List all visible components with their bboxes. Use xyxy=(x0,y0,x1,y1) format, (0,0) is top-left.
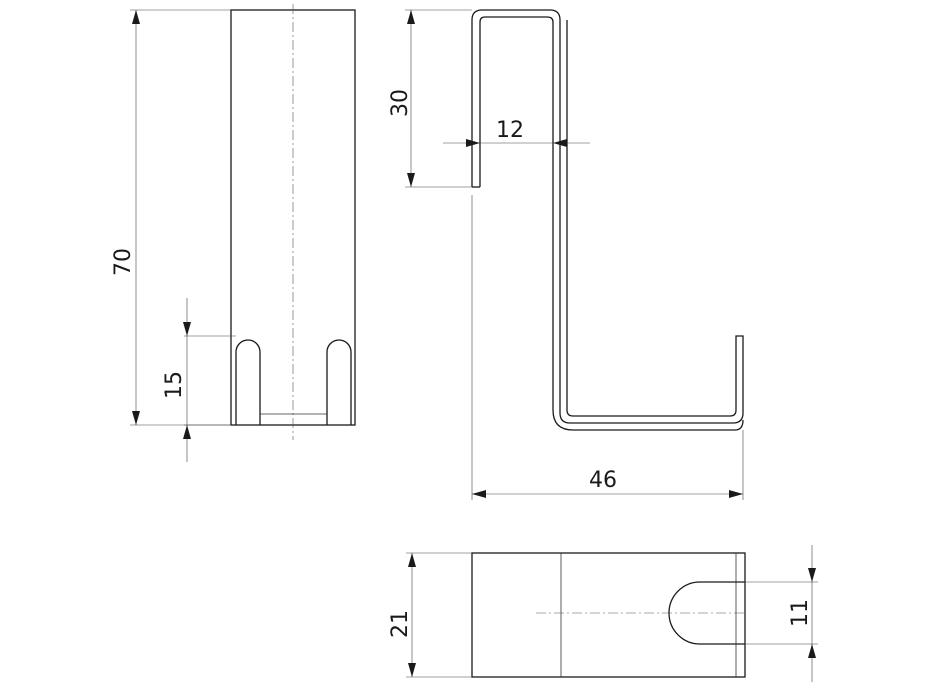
bottom-view xyxy=(471,552,746,678)
dimension-side-gap: 12 xyxy=(443,118,590,147)
dimension-label-11: 11 xyxy=(788,599,813,627)
dimension-front-height: 70 xyxy=(111,9,231,426)
side-profile-inner xyxy=(479,16,744,431)
bottom-view-outline xyxy=(471,552,746,678)
dimension-bottom-slot: 11 xyxy=(745,545,818,682)
dimension-label-30: 30 xyxy=(388,89,413,117)
front-view xyxy=(230,4,356,440)
dimension-side-depth: 46 xyxy=(471,195,744,500)
dimension-label-12: 12 xyxy=(496,118,524,143)
dimension-label-15: 15 xyxy=(162,371,187,399)
dimension-label-46: 46 xyxy=(589,468,617,493)
dimension-label-21: 21 xyxy=(388,610,413,638)
front-left-slot xyxy=(235,339,261,425)
side-view xyxy=(471,9,744,431)
dimension-front-slot: 15 xyxy=(162,298,236,462)
dimension-side-top: 30 xyxy=(388,9,472,188)
side-profile-outer xyxy=(471,9,744,424)
dimension-label-70: 70 xyxy=(111,248,136,276)
front-right-slot xyxy=(326,339,352,425)
dimension-bottom-width: 21 xyxy=(388,552,472,678)
